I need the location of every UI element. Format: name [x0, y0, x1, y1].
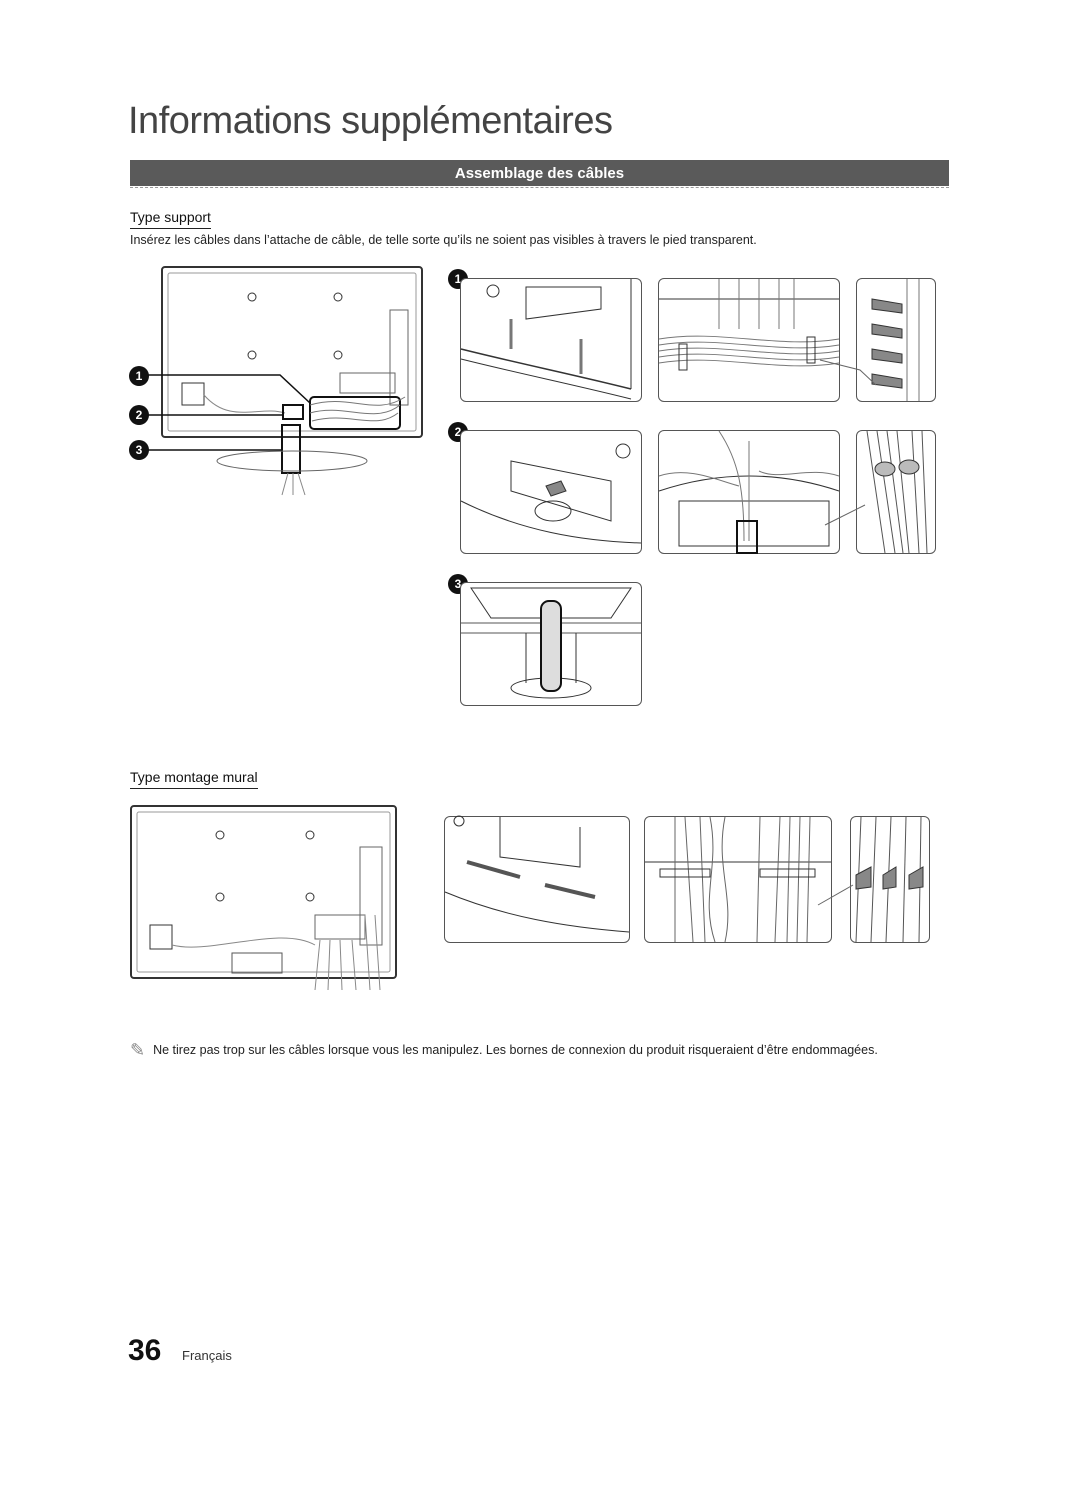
- step1-figure-a: [460, 278, 642, 402]
- step2-leader-line: [824, 504, 866, 526]
- step1-leader-line: [819, 359, 877, 386]
- section-divider: [130, 187, 949, 188]
- page-number: 36: [128, 1334, 162, 1367]
- step1-figure-b: [658, 278, 840, 402]
- stand-description: Insérez les câbles dans l’attache de câb…: [130, 233, 757, 247]
- language-label: Français: [182, 1348, 232, 1363]
- stand-type-heading: Type support: [130, 209, 211, 229]
- step3-figure: [460, 582, 642, 706]
- note-text: Ne tirez pas trop sur les câbles lorsque…: [153, 1043, 878, 1057]
- step-badge-1-left: 1: [129, 366, 149, 386]
- step-badge-2-left: 2: [129, 405, 149, 425]
- wall-figure-a: [444, 815, 630, 943]
- wall-figure-b: [644, 816, 832, 943]
- step2-clip-detail: [856, 430, 936, 554]
- wall-type-heading: Type montage mural: [130, 769, 258, 789]
- step1-clip-detail: [856, 278, 936, 402]
- step-badge-3-left: 3: [129, 440, 149, 460]
- step2-figure-b: [658, 430, 840, 554]
- note-block: ✎ Ne tirez pas trop sur les câbles lorsq…: [130, 1040, 950, 1060]
- tv-back-stand-illustration: [140, 266, 423, 496]
- pencil-note-icon: ✎: [130, 1040, 146, 1060]
- page-title: Informations supplémentaires: [128, 100, 613, 142]
- tv-back-wall-illustration: [130, 805, 397, 991]
- section-header: Assemblage des câbles: [130, 160, 949, 186]
- step2-figure-a: [460, 430, 642, 554]
- wall-clip-detail: [850, 816, 930, 943]
- wall-leader-line: [817, 884, 854, 906]
